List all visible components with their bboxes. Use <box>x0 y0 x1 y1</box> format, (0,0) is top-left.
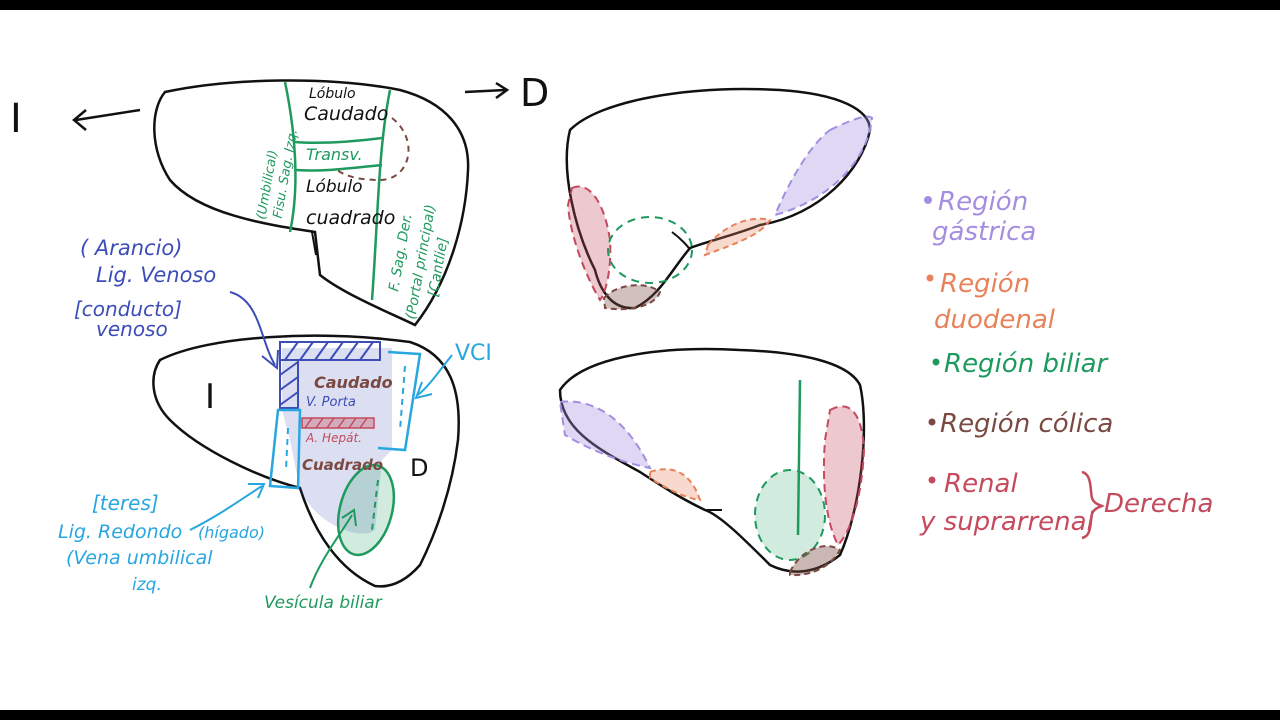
caudado-lobe-line1: Lóbulo <box>309 86 356 102</box>
caudado-lobe-line2: Caudado <box>304 103 388 125</box>
arancio-label: ( Arancio) <box>80 236 182 260</box>
legend-renal-l1: Renal <box>944 469 1018 499</box>
top-left-liver-outline <box>153 79 470 327</box>
vesicula-biliar-label: Vesícula biliar <box>264 593 383 613</box>
bottom-right-renal-region <box>822 405 866 547</box>
legend-dot-duodenal <box>926 274 934 282</box>
legend-renal-l2: y suprarrenal <box>919 507 1095 537</box>
gallbladder <box>336 463 396 557</box>
top-right-renal-region <box>566 185 612 302</box>
top-right-duodenal-region <box>703 217 772 257</box>
caudado-label: Caudado <box>314 373 393 392</box>
a-hepatica-label: A. Hepát. <box>305 431 362 445</box>
bottom-right-liver-outline <box>558 347 866 573</box>
right-sagittal-fissure <box>370 89 392 301</box>
conducto-venoso-label-l2: venoso <box>96 317 168 341</box>
transverse-fissure-bottom <box>295 163 383 172</box>
diagram-canvas: I D Lóbulo Caudado Transv. Lóbulo cuadra… <box>0 10 1280 710</box>
conducto-venoso-label-l1: [conducto] <box>74 297 182 321</box>
bottom-right-colic-region <box>789 545 842 577</box>
vesicula-arrow <box>309 514 353 589</box>
ligamento-redondo-label: Lig. Redondo <box>58 521 182 543</box>
v-porta-label: V. Porta <box>306 395 356 410</box>
ligamento-venoso-label: Lig. Venoso <box>96 263 216 287</box>
teres-outline <box>268 408 302 490</box>
teres-label: [teres] <box>92 491 159 515</box>
cuadrado-lobe-line2: cuadrado <box>306 207 395 229</box>
higado-label: (hígado) <box>198 523 265 542</box>
ivc-outline <box>377 350 422 452</box>
teres-arrow <box>189 485 263 531</box>
left-arrow <box>75 108 141 122</box>
cuadrado-label: Cuadrado <box>302 456 383 474</box>
legend-colic: Región cólica <box>940 409 1113 439</box>
bottom-right-biliary-region <box>754 469 826 561</box>
izquierda-label: izq. <box>132 575 162 595</box>
legend-brace <box>1081 470 1105 540</box>
liver-diagram: I D Lóbulo Caudado Transv. Lóbulo cuadra… <box>10 71 1213 613</box>
bottom-right-letter: D <box>410 454 428 482</box>
top-right-gastric-region <box>773 115 874 217</box>
bottom-right-sagittal-line <box>796 379 802 536</box>
right-arrow-head <box>495 81 510 100</box>
top-right-liver-outline <box>565 87 872 310</box>
legend-dot-colic <box>928 418 936 426</box>
right-arrow <box>464 88 506 94</box>
left-letter: I <box>10 96 22 142</box>
legend-gastric-l2: gástrica <box>932 217 1036 247</box>
legend-dot-gastric <box>924 196 932 204</box>
legend-dot-renal <box>928 476 936 484</box>
bottom-left-letter: I <box>205 377 215 417</box>
legend-dot-biliary <box>932 358 940 366</box>
legend-derecha: Derecha <box>1104 489 1213 519</box>
legend-gastric-l1: Región <box>938 187 1028 217</box>
legend-duodenal-l2: duodenal <box>934 305 1056 335</box>
hilum-shading <box>282 348 392 534</box>
top-right-colic-region <box>602 284 662 311</box>
right-letter: D <box>520 71 549 115</box>
left-arrow-head <box>72 109 87 131</box>
cuadrado-lobe-line1: Lóbulo <box>306 177 363 197</box>
vci-label: VCI <box>455 341 492 366</box>
bottom-right-duodenal-region <box>649 468 702 502</box>
transverse-fissure-top <box>294 136 383 145</box>
top-right-biliary-region <box>607 216 693 284</box>
left-sagittal-fissure <box>283 81 297 233</box>
vci-arrow <box>417 354 453 396</box>
transverse-label: Transv. <box>306 145 363 164</box>
legend-biliary: Región biliar <box>944 349 1110 379</box>
bottom-left-liver-outline <box>152 334 460 588</box>
bottom-right-gastric-region <box>558 400 652 470</box>
dashed-vessel <box>334 117 410 182</box>
venoso-arrow <box>229 291 276 366</box>
vena-umbilical-label: (Vena umbilical <box>66 547 213 569</box>
legend-duodenal-l1: Región <box>940 269 1030 299</box>
